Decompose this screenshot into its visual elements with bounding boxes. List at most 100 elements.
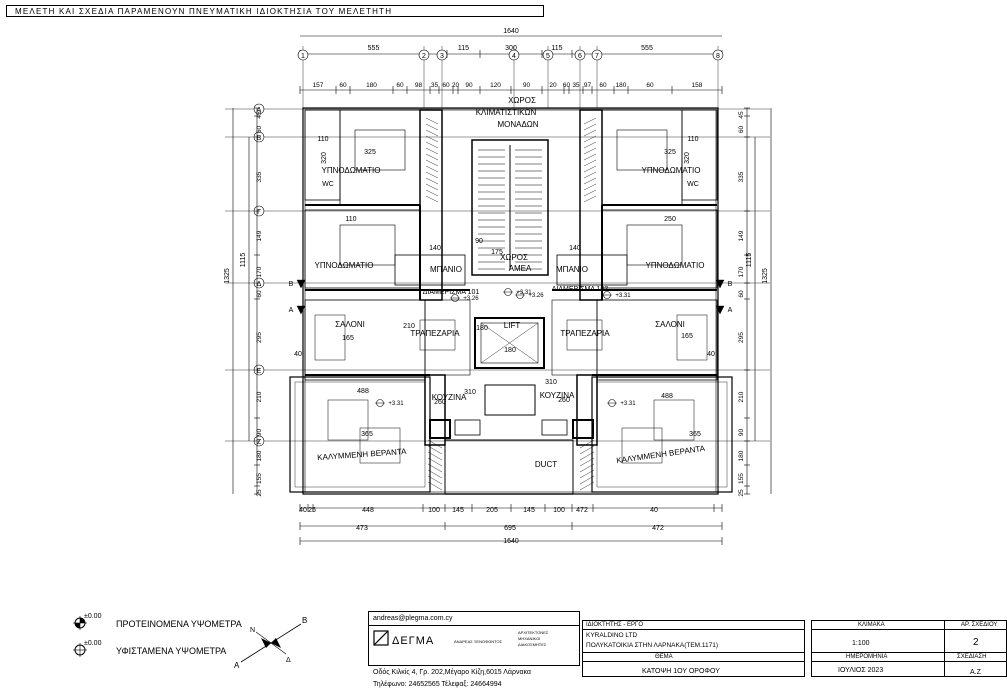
room-salon-1: ΣΑΛΟΝΙ: [335, 320, 365, 329]
dim-vert-row: 295: [256, 332, 263, 343]
dim-vert-row: 210: [256, 391, 263, 402]
dim-bottom-r2: 473: [356, 525, 368, 532]
room-dim: 140: [569, 245, 581, 252]
room-veranda-2: ΚΑΛΥΜΜΕΝΗ ΒΕΡΑΝΤΑ: [616, 444, 706, 465]
date-value: ΙΟΥΛΙΟΣ 2023: [838, 667, 884, 674]
proposed-level-icon: [73, 616, 87, 630]
dim-top-r1: 555: [368, 45, 380, 52]
grid-col-bubble: 6: [578, 53, 582, 60]
section-mark: A: [728, 307, 733, 314]
grid-col-bubble: 8: [716, 53, 720, 60]
room-dim: 175: [491, 249, 503, 256]
architect-name: ΑΝΔΡΕΑΣ ΞΕΝΟΦΩΝΤΟΣ: [454, 639, 503, 644]
room-wc-1: WC: [322, 181, 334, 188]
room-bedroom-1: ΥΠΝΟΔΩΜΑΤΙΟ: [321, 166, 380, 175]
dim-top-r2: 97: [584, 82, 592, 89]
dim-top-r2: 20: [549, 82, 557, 89]
dim-vert-row: 45: [256, 111, 263, 119]
room-bedroom-3: ΥΠΝΟΔΩΜΑΤΙΟ: [314, 261, 373, 270]
grid-row-bubble: Z: [257, 439, 262, 446]
dim-bottom-r1: 145: [523, 507, 535, 514]
room-dim: 310: [464, 389, 476, 396]
dim-vert-row: 90: [256, 429, 263, 437]
dim-top-r2: 157: [313, 82, 324, 89]
room-wc-2: WC: [687, 181, 699, 188]
grid-col-bubble: 4: [512, 53, 516, 60]
grid-row-bubble: B: [257, 135, 262, 142]
dim-top-r2: 158: [692, 82, 703, 89]
dim-top-r2: 35: [431, 82, 439, 89]
room-salon-2: ΣΑΛΟΝΙ: [655, 320, 685, 329]
grid-row-bubble: Γ: [257, 209, 261, 216]
dim-bottom-r1: 100: [428, 507, 440, 514]
ownership-notice: ΜΕΛΕΤΗ ΚΑΙ ΣΧΕΔΙΑ ΠΑΡΑΜΕΝΟΥΝ ΠΝΕΥΜΑΤΙΚΗ …: [6, 5, 544, 17]
dim-top-r2: 60: [442, 82, 450, 89]
section-mark: B: [728, 281, 733, 288]
room-duct: DUCT: [535, 460, 557, 469]
room-veranda-1: ΚΑΛΥΜΜΕΝΗ ΒΕΡΑΝΤΑ: [317, 447, 407, 462]
dim-vert-row: 60: [256, 290, 263, 298]
compass-b: B: [302, 616, 307, 625]
room-bathroom-1: ΜΠΑΝΙΟ: [430, 265, 462, 274]
drawing-no-label: ΑΡ. ΣΧΕΔΙΟΥ: [961, 622, 998, 628]
dim-bottom-r1: 205: [486, 507, 498, 514]
dim-vert-row: 335: [738, 171, 745, 182]
dim-bottom-r2: 695: [504, 525, 516, 532]
room-dim: 488: [661, 393, 673, 400]
dim-vert-row: 155: [738, 473, 745, 484]
grid-row-bubble: E: [257, 368, 262, 375]
email: andreas@plegma.com.cy: [373, 615, 453, 622]
grid-col-bubble: 2: [422, 53, 426, 60]
level-marker: +3.31: [620, 401, 636, 407]
dim-bottom-r1: 40: [650, 507, 658, 514]
dim-vert-outer: 1325: [762, 268, 769, 284]
dim-vert-row: 25: [256, 489, 263, 497]
room-dining-2: ΤΡΑΠΕΖΑΡΙΑ: [560, 329, 610, 338]
dim-top-r2: 60: [646, 82, 654, 89]
dim-misc: 40: [294, 351, 302, 358]
room-dim: 260: [558, 397, 570, 404]
drawn-value: A.Z: [970, 669, 981, 676]
dim-vert-row: 180: [256, 450, 263, 461]
room-dim: 488: [357, 388, 369, 395]
room-dim: 165: [681, 333, 693, 340]
proposed-label: ΠΡΟΤΕΙΝΟΜΕΝΑ ΥΨΟΜΕΤΡΑ: [116, 619, 242, 629]
dim-top-r2: 180: [366, 82, 377, 89]
firm-address: Οδός Κιλκίς 4, Γρ. 202,Μέγαρο Κίζη,6015 …: [373, 669, 531, 676]
apartment-101: ΔΙΑΜΕΡΙΣΜΑ 101: [423, 289, 480, 296]
level-marker: +3.26: [528, 293, 544, 299]
firm-role-1: ΑΡΧΙΤΕΚΤΟΝΕΣ: [518, 630, 549, 635]
dim-vert-row: 149: [256, 230, 263, 241]
theme-label: ΘΕΜΑ: [655, 654, 673, 660]
title-block: andreas@plegma.com.cy ΔΕΓΜΑ ΑΝΔΡΕΑΣ ΞΕΝΟ…: [368, 611, 1007, 697]
dim-top-r2: 60: [339, 82, 347, 89]
dim-top-r1: 115: [458, 45, 469, 52]
dim-misc: 110: [317, 136, 328, 143]
room-dim: 260: [434, 399, 446, 406]
dim-vert-outer: 1325: [224, 268, 231, 284]
dim-bottom-r1: 472: [576, 507, 588, 514]
apartment-102: ΔΙΑΜΕΡΙΣΜΑ 102: [552, 286, 609, 293]
firm-logo: ΔΕΓΜΑ: [392, 635, 435, 647]
grid-row-bubble: A: [257, 107, 262, 114]
room-bedroom-4: ΥΠΝΟΔΩΜΑΤΙΟ: [645, 261, 704, 270]
room-dim: 180: [476, 325, 488, 332]
dim-top-r2: 35: [572, 82, 580, 89]
dim-bottom-r1: 40: [299, 507, 307, 514]
dim-vert-inner: 1115: [240, 253, 247, 268]
dim-misc: 320: [321, 152, 328, 164]
dim-bottom-r1: 25: [308, 507, 316, 514]
dim-bottom-r1: 448: [362, 507, 374, 514]
dim-top-r2: 90: [465, 82, 473, 89]
room-dim: 325: [364, 149, 376, 156]
room-lift: LIFT: [504, 321, 521, 330]
dim-vert-inner: 1115: [746, 253, 753, 268]
existing-level-icon: [73, 643, 87, 657]
room-dim: 250: [664, 216, 676, 223]
owner-name: KYRALDINO LTD: [586, 632, 638, 639]
dim-misc: 320: [684, 152, 691, 164]
dim-bottom-r1: 100: [553, 507, 565, 514]
dim-vert-row: 335: [256, 171, 263, 182]
ac-space-label: ΧΩΡΟΣ: [508, 96, 536, 105]
